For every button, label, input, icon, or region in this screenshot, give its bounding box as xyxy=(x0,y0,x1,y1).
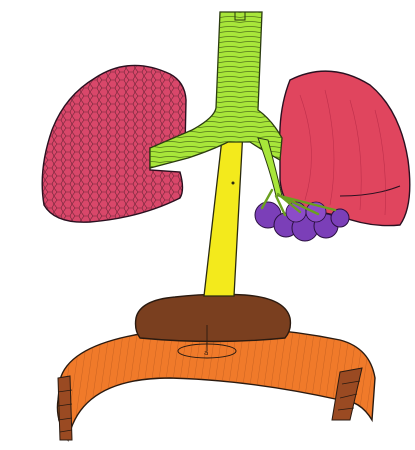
marker-label: a xyxy=(204,349,208,357)
esophagus-tube xyxy=(204,130,243,296)
